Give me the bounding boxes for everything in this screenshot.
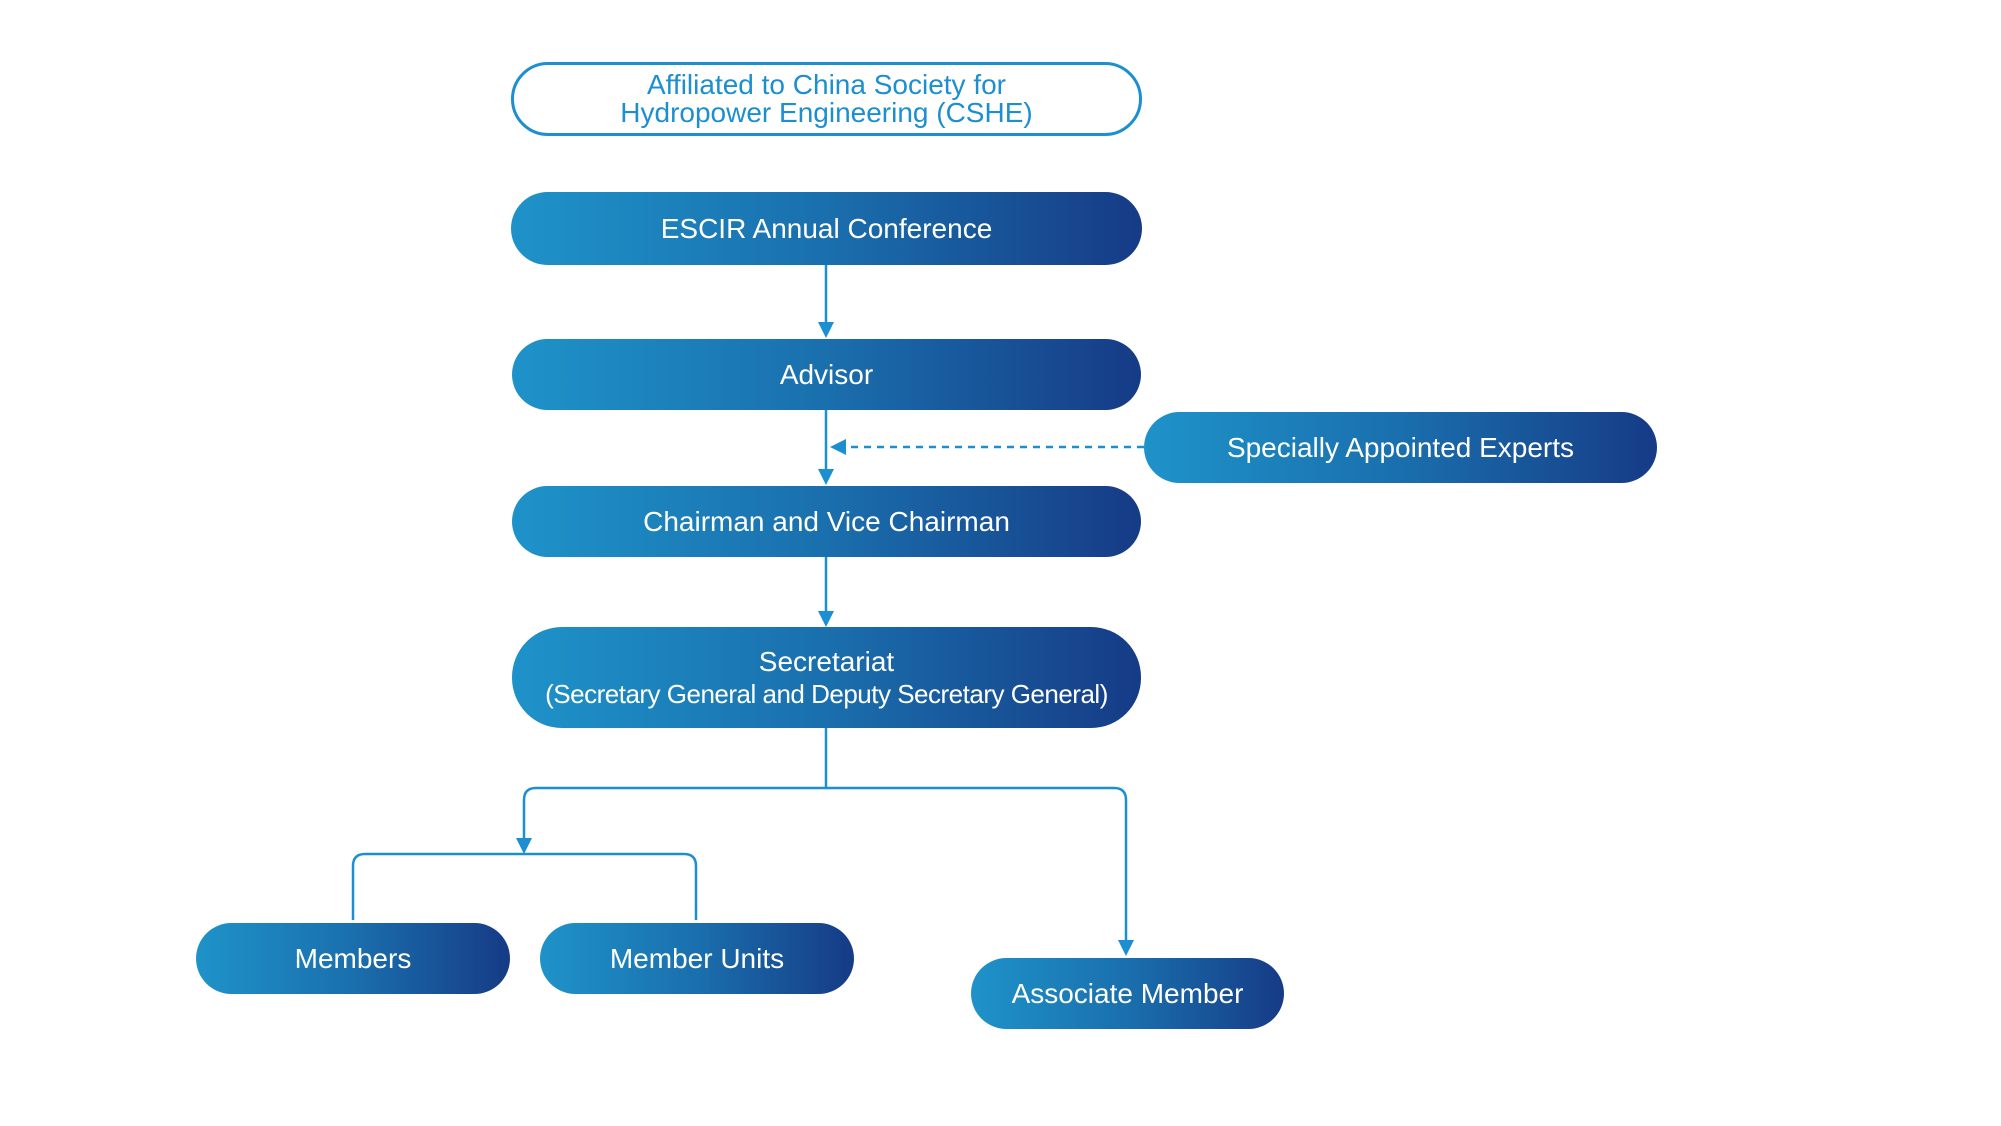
arrow-head-advisor — [818, 322, 834, 338]
chairman-node: Chairman and Vice Chairman — [512, 486, 1141, 557]
advisor-label: Advisor — [779, 358, 874, 390]
associate-member-label: Associate Member — [1011, 977, 1244, 1009]
annual-conference-label: ESCIR Annual Conference — [660, 212, 993, 244]
affiliation-line2: Hydropower Engineering (CSHE) — [620, 97, 1033, 128]
connector-members-bracket — [351, 852, 698, 920]
chairman-label: Chairman and Vice Chairman — [643, 505, 1010, 537]
affiliation-box: Affiliated to China Society for Hydropow… — [511, 62, 1142, 136]
affiliation-line1: Affiliated to China Society for — [646, 69, 1006, 100]
secretariat-label: Secretariat — [758, 646, 895, 678]
connector-secretariat-right — [826, 786, 1128, 940]
specially-appointed-experts-node: Specially Appointed Experts — [1144, 412, 1657, 483]
secretariat-node: Secretariat (Secretary General and Deput… — [512, 627, 1141, 728]
member-units-node: Member Units — [540, 923, 854, 994]
associate-member-node: Associate Member — [971, 958, 1284, 1029]
specially-appointed-experts-label: Specially Appointed Experts — [1226, 431, 1575, 463]
arrow-head-secretariat — [818, 611, 834, 627]
members-node: Members — [196, 923, 510, 994]
annual-conference-node: ESCIR Annual Conference — [511, 192, 1142, 265]
arrow-head-members-group — [516, 838, 532, 854]
advisor-node: Advisor — [512, 339, 1141, 410]
connector-secretariat-left — [522, 728, 828, 838]
member-units-label: Member Units — [609, 942, 785, 974]
secretariat-sublabel: (Secretary General and Deputy Secretary … — [545, 678, 1108, 709]
arrow-head-chairman — [818, 469, 834, 485]
members-label: Members — [294, 942, 412, 974]
arrow-head-experts — [830, 439, 846, 455]
arrow-head-associate — [1118, 940, 1134, 956]
